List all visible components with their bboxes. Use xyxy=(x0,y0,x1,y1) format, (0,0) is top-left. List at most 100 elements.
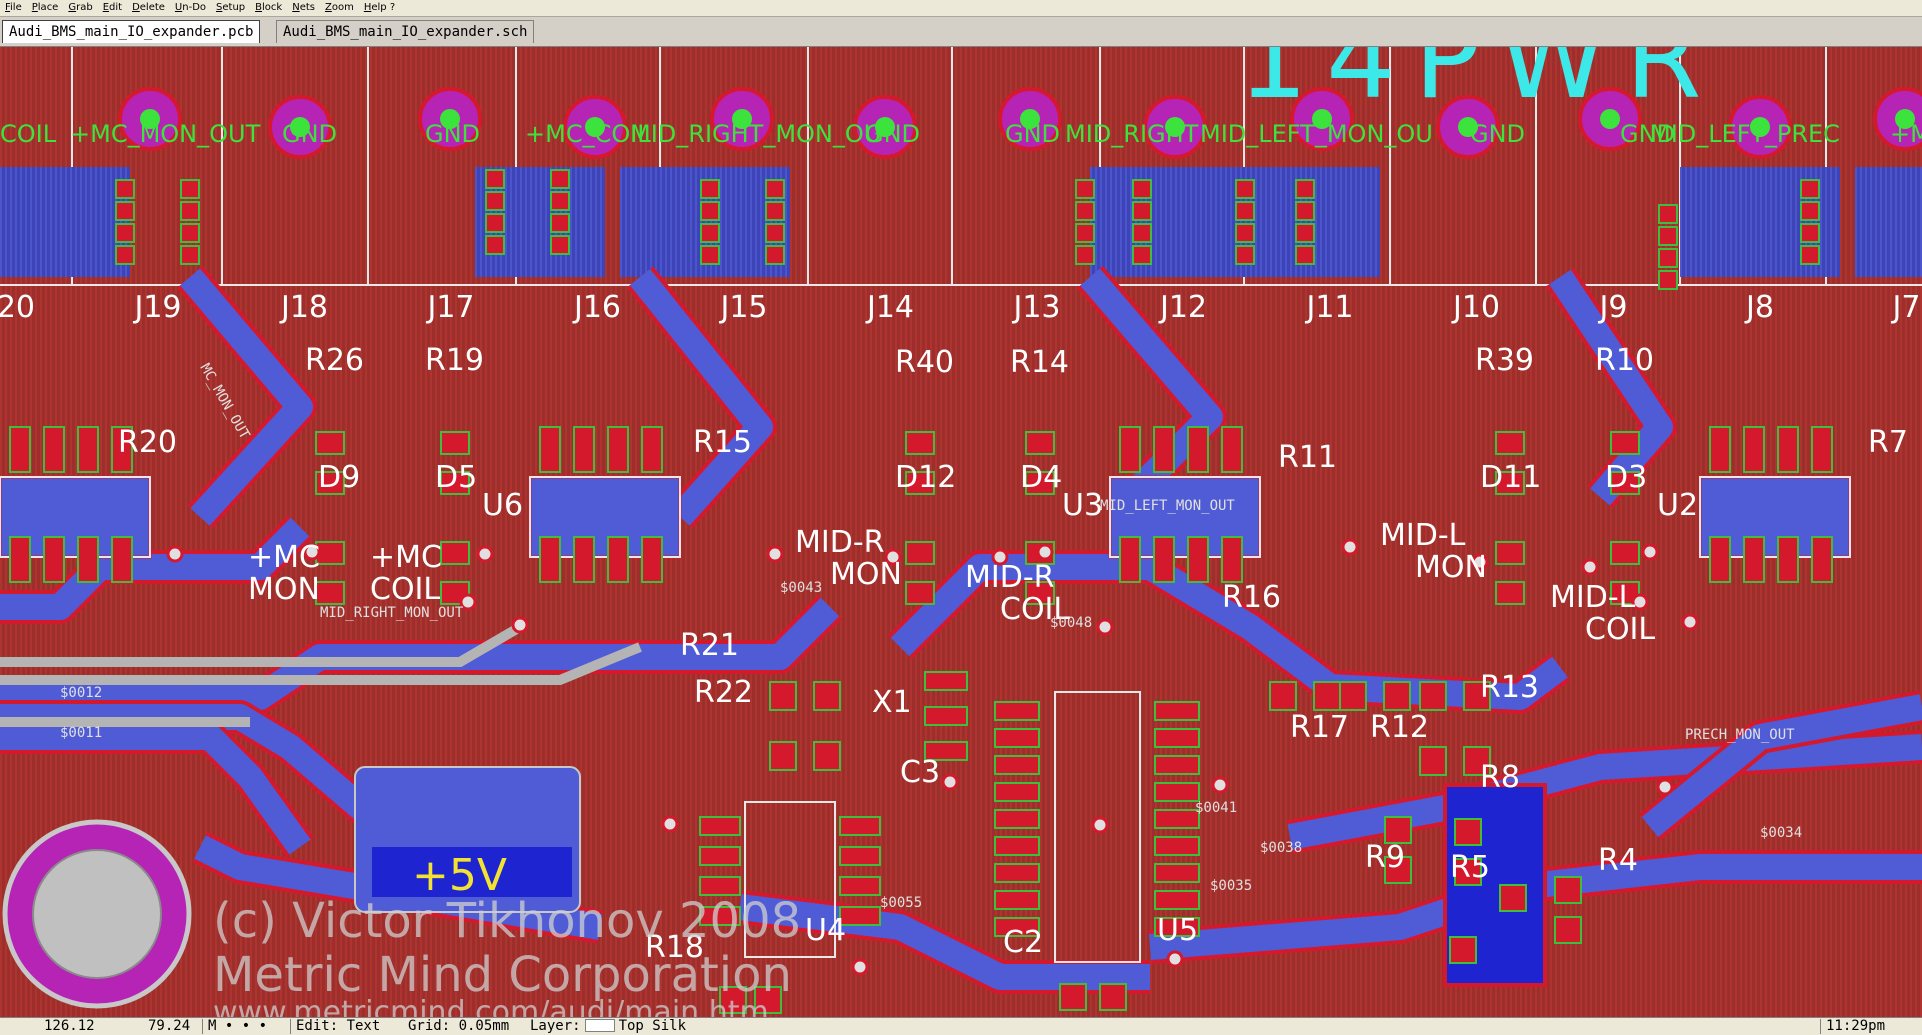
header-pin[interactable] xyxy=(550,235,570,255)
smd-pad[interactable] xyxy=(1811,536,1833,583)
smd-pad[interactable] xyxy=(1339,681,1367,711)
smd-pad[interactable] xyxy=(77,426,99,473)
smd-pad[interactable] xyxy=(1463,746,1491,776)
header-pin[interactable] xyxy=(180,179,200,199)
via[interactable] xyxy=(511,616,529,634)
smd-pad[interactable] xyxy=(994,863,1040,883)
smd-pad[interactable] xyxy=(994,701,1040,721)
header-pin[interactable] xyxy=(700,245,720,265)
tab-pcb[interactable]: Audi_BMS_main_IO_expander.pcb xyxy=(2,20,261,43)
smd-pad[interactable] xyxy=(1269,681,1297,711)
header-pin[interactable] xyxy=(180,223,200,243)
via[interactable] xyxy=(1471,553,1489,571)
smd-pad[interactable] xyxy=(1154,782,1200,802)
smd-pad[interactable] xyxy=(1610,431,1640,455)
smd-pad[interactable] xyxy=(699,876,741,896)
menu-item-grab[interactable]: Grab xyxy=(68,2,93,13)
smd-pad[interactable] xyxy=(769,681,797,711)
smd-pad[interactable] xyxy=(839,816,881,836)
smd-pad[interactable] xyxy=(905,431,935,455)
smd-pad[interactable] xyxy=(1743,536,1765,583)
smd-pad[interactable] xyxy=(1463,681,1491,711)
smd-pad[interactable] xyxy=(1313,681,1341,711)
smd-pad[interactable] xyxy=(1384,856,1412,884)
smd-pad[interactable] xyxy=(1383,681,1411,711)
menu-item-nets[interactable]: Nets xyxy=(292,2,315,13)
menu-item-setup[interactable]: Setup xyxy=(216,2,246,13)
header-pin[interactable] xyxy=(1800,179,1820,199)
tab-schematic[interactable]: Audi_BMS_main_IO_expander.sch xyxy=(276,20,535,43)
smd-pad[interactable] xyxy=(994,782,1040,802)
via[interactable] xyxy=(1211,776,1229,794)
smd-pad[interactable] xyxy=(1495,471,1525,495)
smd-pad[interactable] xyxy=(43,536,65,583)
smd-pad[interactable] xyxy=(1154,728,1200,748)
via[interactable] xyxy=(1341,538,1359,556)
smd-pad[interactable] xyxy=(754,986,782,1014)
smd-pad[interactable] xyxy=(1449,936,1477,964)
smd-pad[interactable] xyxy=(905,471,935,495)
menu-item-edit[interactable]: Edit xyxy=(102,2,123,13)
header-pin[interactable] xyxy=(1235,179,1255,199)
smd-pad[interactable] xyxy=(573,536,595,583)
via[interactable] xyxy=(1641,543,1659,561)
smd-pad[interactable] xyxy=(719,986,747,1014)
smd-pad[interactable] xyxy=(924,741,968,761)
power-regulator[interactable]: +5V xyxy=(354,766,581,913)
smd-pad[interactable] xyxy=(1025,431,1055,455)
header-pin[interactable] xyxy=(1800,223,1820,243)
smd-pad[interactable] xyxy=(1154,890,1200,910)
header-pin[interactable] xyxy=(1132,179,1152,199)
smd-pad[interactable] xyxy=(1495,541,1525,565)
smd-pad[interactable] xyxy=(1154,701,1200,721)
header-pin[interactable] xyxy=(1658,226,1678,246)
header-pin[interactable] xyxy=(765,223,785,243)
smd-pad[interactable] xyxy=(1419,681,1447,711)
smd-pad[interactable] xyxy=(699,906,741,926)
via[interactable] xyxy=(851,958,869,976)
smd-pad[interactable] xyxy=(1419,746,1447,776)
via[interactable] xyxy=(766,545,784,563)
header-pin[interactable] xyxy=(700,201,720,221)
menu-item-block[interactable]: Block xyxy=(255,2,283,13)
menu-item-help[interactable]: Help ? xyxy=(363,2,396,13)
smd-pad[interactable] xyxy=(1454,818,1482,846)
smd-pad[interactable] xyxy=(1777,426,1799,473)
smd-pad[interactable] xyxy=(111,536,133,583)
smd-pad[interactable] xyxy=(111,426,133,473)
menu-item-delete[interactable]: Delete xyxy=(132,2,165,13)
header-pin[interactable] xyxy=(485,235,505,255)
smd-pad[interactable] xyxy=(43,426,65,473)
smd-pad[interactable] xyxy=(1119,536,1141,583)
smd-pad[interactable] xyxy=(1554,876,1582,904)
header-pin[interactable] xyxy=(485,213,505,233)
header-pin[interactable] xyxy=(1295,245,1315,265)
smd-pad[interactable] xyxy=(839,906,881,926)
header-pin[interactable] xyxy=(1295,223,1315,243)
menu-item-file[interactable]: File xyxy=(5,2,22,13)
smd-pad[interactable] xyxy=(1187,536,1209,583)
smd-pad[interactable] xyxy=(839,876,881,896)
header-pin[interactable] xyxy=(180,201,200,221)
smd-pad[interactable] xyxy=(1554,916,1582,944)
header-pin[interactable] xyxy=(765,245,785,265)
via[interactable] xyxy=(1656,778,1674,796)
header-pin[interactable] xyxy=(1800,201,1820,221)
smd-pad[interactable] xyxy=(994,890,1040,910)
smd-pad[interactable] xyxy=(315,471,345,495)
via[interactable] xyxy=(303,543,321,561)
via[interactable] xyxy=(1166,950,1184,968)
smd-pad[interactable] xyxy=(1154,809,1200,829)
smd-pad[interactable] xyxy=(607,536,629,583)
smd-pad[interactable] xyxy=(699,846,741,866)
via[interactable] xyxy=(1631,593,1649,611)
smd-pad[interactable] xyxy=(924,706,968,726)
smd-pad[interactable] xyxy=(994,917,1040,937)
via[interactable] xyxy=(1681,613,1699,631)
header-pin[interactable] xyxy=(485,191,505,211)
header-pin[interactable] xyxy=(115,245,135,265)
smd-pad[interactable] xyxy=(1059,983,1087,1011)
smd-pad[interactable] xyxy=(1709,536,1731,583)
smd-pad[interactable] xyxy=(1187,426,1209,473)
